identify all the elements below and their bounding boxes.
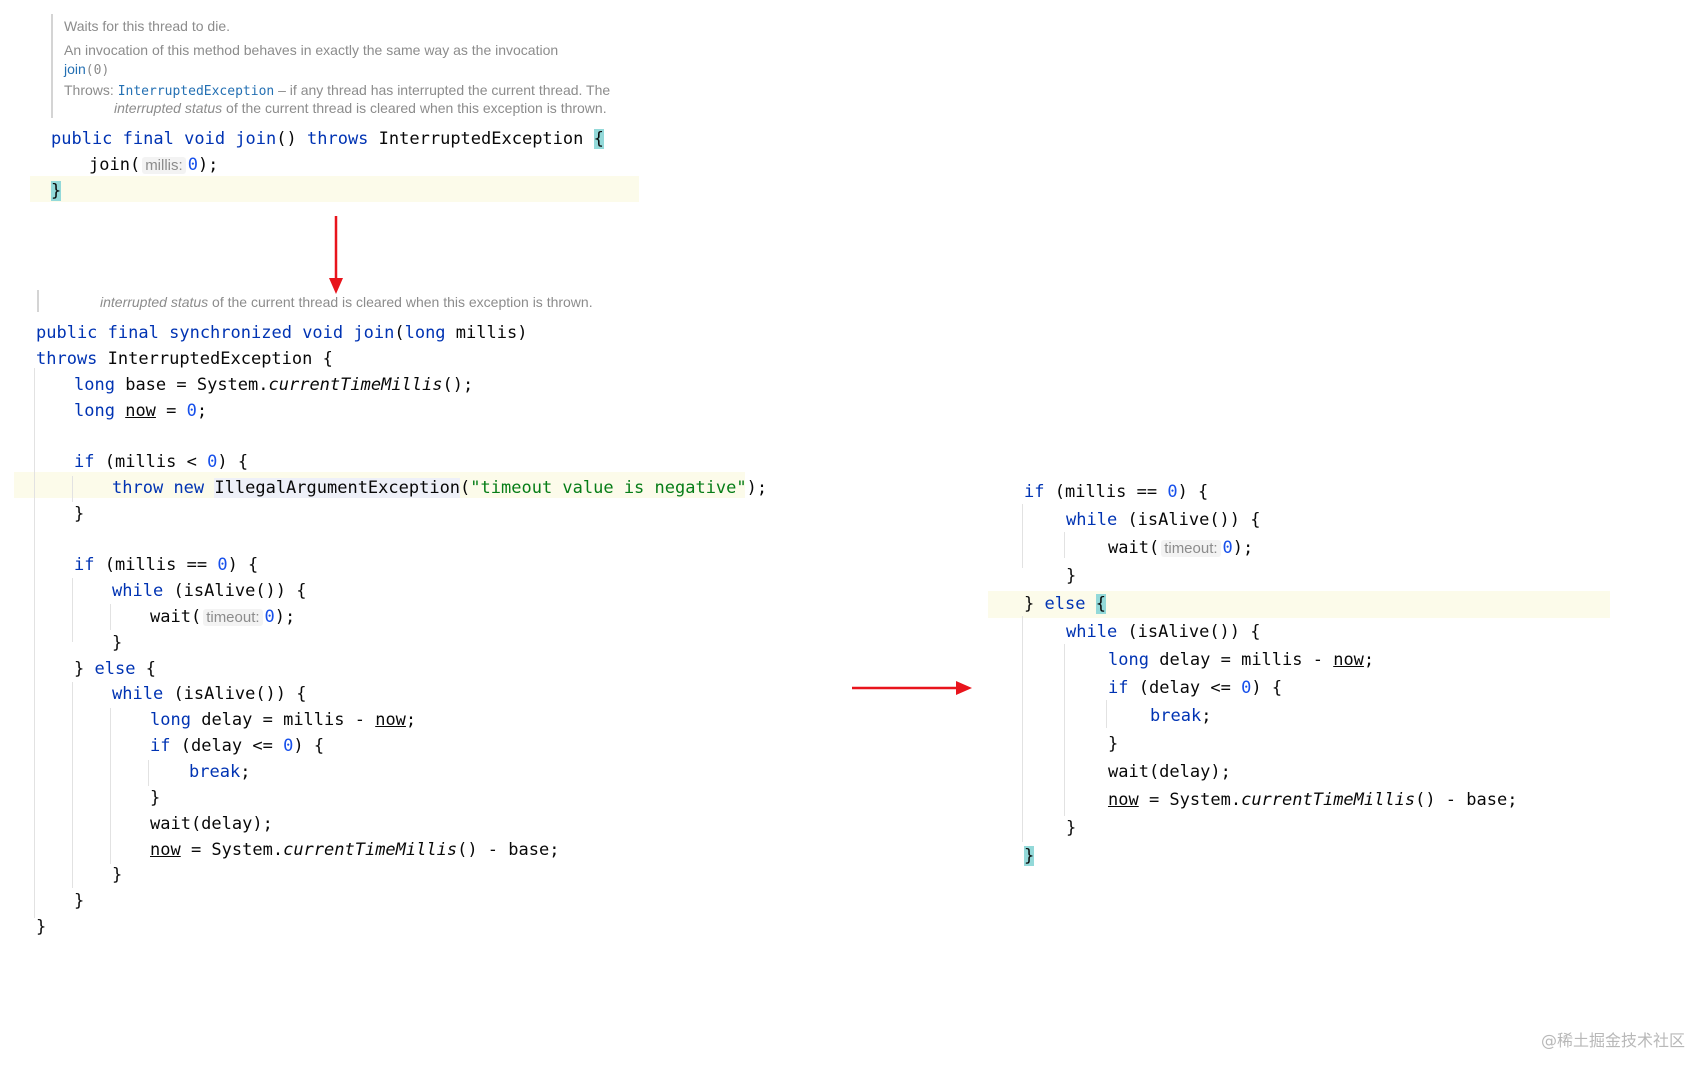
current-line-highlight <box>988 591 1610 618</box>
indent-guide <box>72 578 73 642</box>
code-line: long now = 0; <box>74 401 208 421</box>
code-line: } <box>51 177 62 205</box>
code-line: throw new IllegalArgumentException("time… <box>112 478 768 498</box>
indent-guide <box>1022 616 1023 842</box>
code-line: wait(delay); <box>1108 762 1231 782</box>
indent-guide <box>1106 700 1107 728</box>
down-arrow <box>329 216 343 294</box>
code-line: } <box>1024 842 1035 870</box>
code-line: now = System.currentTimeMillis() - base; <box>150 840 560 860</box>
code-line: } <box>1066 818 1077 838</box>
code-line: long delay = millis - now; <box>1108 650 1375 670</box>
code-line: while (isAlive()) { <box>1066 622 1261 642</box>
doc-line: Waits for this thread to die. <box>64 18 230 34</box>
code-line: } <box>74 504 85 524</box>
param-hint: timeout: <box>203 609 263 626</box>
code-line: if (delay <= 0) { <box>150 736 325 756</box>
watermark: @稀土掘金技术社区 <box>1540 1031 1685 1050</box>
code-line: break; <box>189 762 251 782</box>
indent-guide <box>1064 644 1065 816</box>
code-line: } else { <box>74 659 156 679</box>
code-line: public final synchronized void join(long… <box>36 323 528 343</box>
doc-line: interrupted status of the current thread… <box>114 100 607 116</box>
doc-bar <box>37 290 39 312</box>
code-line: while (isAlive()) { <box>112 684 307 704</box>
code-line: } <box>36 917 47 937</box>
code-line: } <box>112 865 123 885</box>
indent-guide <box>1064 532 1065 558</box>
code-line: wait(timeout:0); <box>1108 538 1254 558</box>
doc-line: interrupted status of the current thread… <box>100 294 593 310</box>
indent-guide <box>1022 504 1023 568</box>
code-line: if (millis < 0) { <box>74 452 249 472</box>
indent-guide <box>110 604 111 630</box>
code-line: now = System.currentTimeMillis() - base; <box>1108 790 1518 810</box>
code-line: long base = System.currentTimeMillis(); <box>74 375 474 395</box>
indent-guide <box>72 476 73 502</box>
brace-match: { <box>1095 594 1106 614</box>
code-line: throws InterruptedException { <box>36 349 333 369</box>
code-line: if (delay <= 0) { <box>1108 678 1283 698</box>
code-line: } <box>74 891 85 911</box>
code-line: wait(delay); <box>150 814 273 834</box>
doc-throws-line: Throws: InterruptedException – if any th… <box>64 82 611 99</box>
indent-guide <box>72 682 73 888</box>
join-doc-link[interactable]: join <box>64 61 86 77</box>
indent-guide <box>148 760 149 786</box>
doc-line: join(0) <box>64 61 110 78</box>
brace-match: { <box>593 129 604 149</box>
interrupted-exception-link[interactable]: InterruptedException <box>117 84 275 99</box>
param-hint: timeout: <box>1161 540 1221 557</box>
code-line: break; <box>1150 706 1212 726</box>
current-line-highlight <box>30 176 639 202</box>
indent-guide <box>110 708 111 864</box>
code-line: } else { <box>1024 594 1106 614</box>
code-line: join(millis:0); <box>89 155 219 175</box>
right-arrow <box>852 681 972 695</box>
doc-line: An invocation of this method behaves in … <box>64 42 559 58</box>
code-line: } <box>1066 566 1077 586</box>
param-hint: millis: <box>142 157 186 174</box>
code-line: if (millis == 0) { <box>74 555 259 575</box>
code-line: } <box>1108 734 1119 754</box>
code-line: } <box>150 788 161 808</box>
brace-match: } <box>51 181 62 201</box>
code-line: wait(timeout:0); <box>150 607 296 627</box>
code-line: if (millis == 0) { <box>1024 482 1209 502</box>
code-line: } <box>112 633 123 653</box>
doc-bar <box>51 14 53 118</box>
indent-guide <box>34 368 35 918</box>
code-line: long delay = millis - now; <box>150 710 417 730</box>
brace-match: } <box>1024 846 1035 866</box>
code-line: while (isAlive()) { <box>112 581 307 601</box>
code-line: while (isAlive()) { <box>1066 510 1261 530</box>
code-line: public final void join() throws Interrup… <box>51 129 604 149</box>
